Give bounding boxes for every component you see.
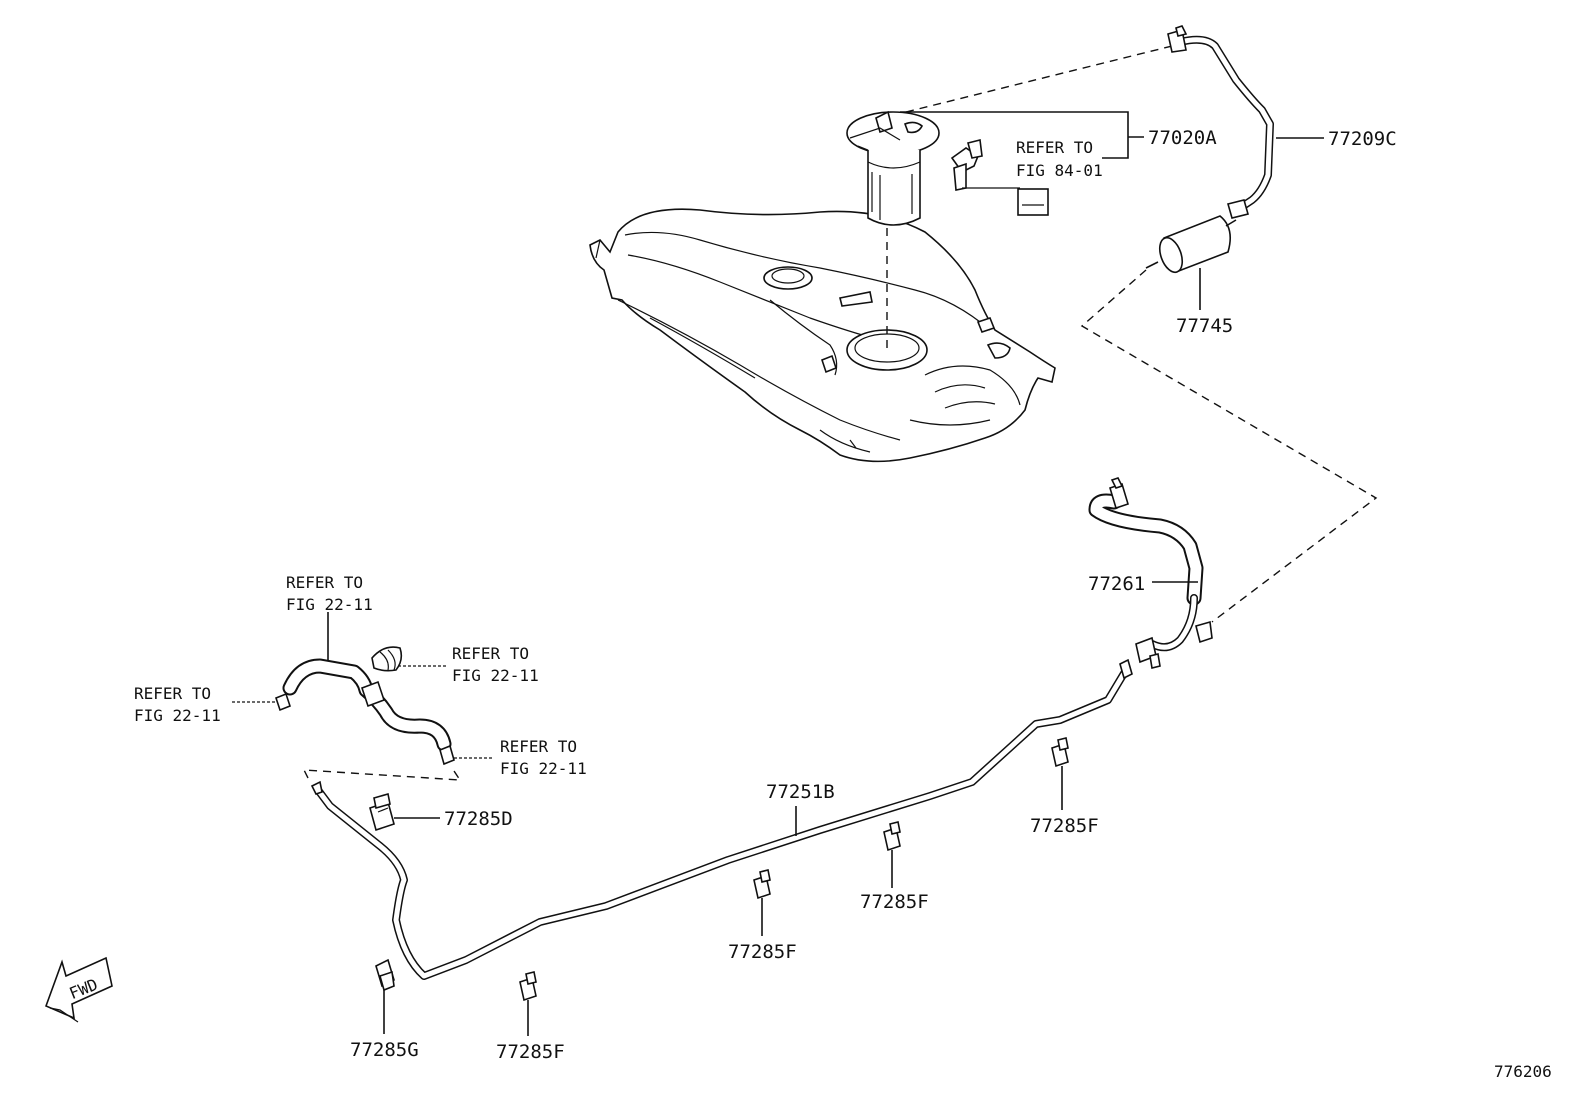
label-77251B: 77251B <box>766 781 835 803</box>
label-77261: 77261 <box>1088 573 1145 595</box>
label-77285F-1: 77285F <box>1030 815 1099 837</box>
alignment-line-filter <box>1080 269 1378 623</box>
alignment-line-front <box>302 767 462 781</box>
clamp-77285F-3[interactable] <box>753 869 771 900</box>
refer-fig-22-11-b-line2: FIG 22-11 <box>452 666 539 685</box>
forward-arrow-icon: FWD <box>44 956 113 1023</box>
fuel-tube-77209C[interactable] <box>1167 25 1274 219</box>
clamp-77285G[interactable] <box>375 958 395 992</box>
refer-fig-22-11-c-line1: REFER TO <box>134 684 211 703</box>
label-77209C: 77209C <box>1328 128 1397 150</box>
front-fuel-hose[interactable] <box>275 646 455 766</box>
fuel-tube-77251B[interactable] <box>310 658 1133 980</box>
refer-fig-22-11-b-line1: REFER TO <box>452 644 529 663</box>
refer-fig-22-11-a-line1: REFER TO <box>286 573 363 592</box>
clamp-77285F-1[interactable] <box>1051 737 1069 768</box>
alignment-line-77209C <box>905 45 1173 113</box>
leader-77020A <box>900 111 1144 159</box>
clamp-77285D[interactable] <box>369 792 395 832</box>
fuel-pump-assembly[interactable] <box>846 110 1049 226</box>
clamp-77285F-4[interactable] <box>519 971 537 1002</box>
label-77285D: 77285D <box>444 808 513 830</box>
clamp-77285F-2[interactable] <box>883 821 901 852</box>
refer-fig-84-01-line1: REFER TO <box>1016 138 1093 157</box>
label-77285G: 77285G <box>350 1039 419 1061</box>
label-77020A: 77020A <box>1148 127 1217 149</box>
fuel-tank[interactable] <box>589 208 1056 463</box>
refer-fig-22-11-a-line2: FIG 22-11 <box>286 595 373 614</box>
label-77745: 77745 <box>1176 315 1233 337</box>
fuel-filter-77745[interactable] <box>1145 215 1237 275</box>
refer-fig-22-11-d-line1: REFER TO <box>500 737 577 756</box>
label-77285F-3: 77285F <box>728 941 797 963</box>
label-77285F-2: 77285F <box>860 891 929 913</box>
refer-fig-84-01-line2: FIG 84-01 <box>1016 161 1103 180</box>
refer-fig-22-11-d-line2: FIG 22-11 <box>500 759 587 778</box>
diagram-id: 776206 <box>1494 1062 1552 1081</box>
fuel-hose-77261[interactable] <box>1088 477 1213 669</box>
refer-fig-22-11-c-line2: FIG 22-11 <box>134 706 221 725</box>
label-77285F-4: 77285F <box>496 1041 565 1063</box>
